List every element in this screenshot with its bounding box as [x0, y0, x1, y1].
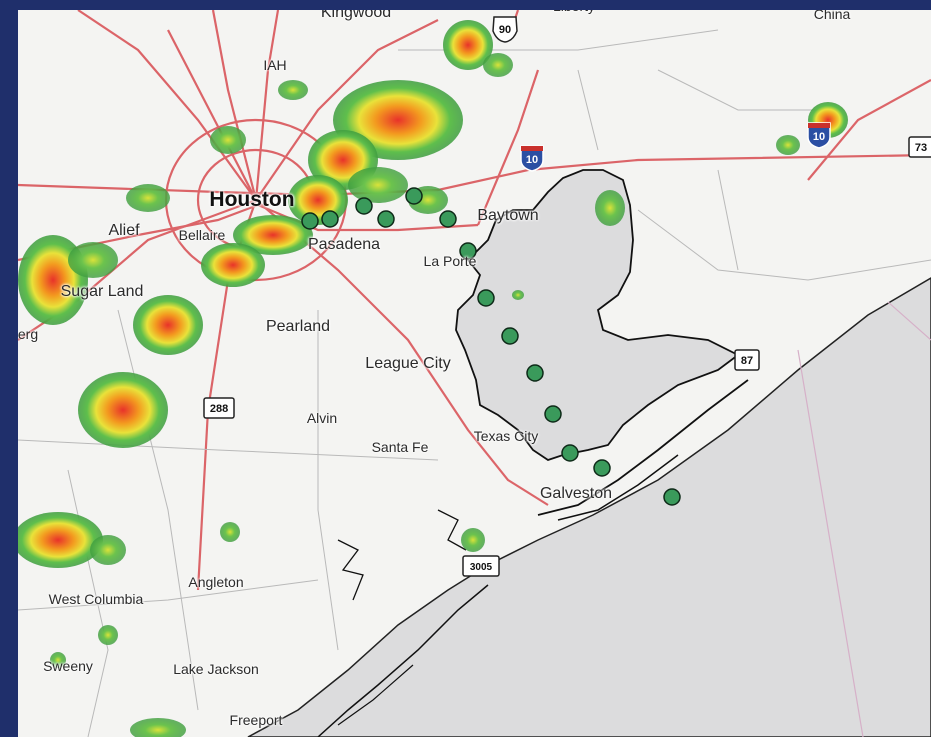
city-label-alief: Alief [108, 222, 140, 239]
city-label-texas-city: Texas City [473, 428, 539, 444]
highway-shield-10: 10 [520, 145, 544, 172]
station-marker[interactable] [526, 364, 544, 382]
weather-radar-map[interactable]: 90 10 10 288 87 73 3005 Kingwood Liberty ChinaIA… [18, 10, 931, 737]
highway-shield-label: 90 [499, 24, 511, 36]
map-canvas: 90 10 10 288 87 73 3005 [18, 10, 931, 737]
station-marker[interactable] [377, 210, 395, 228]
station-marker[interactable] [501, 327, 519, 345]
city-label-santa-fe: Santa Fe [371, 439, 429, 455]
highway-shield-label: 10 [526, 154, 538, 166]
city-label-sweeny: Sweeny [43, 658, 93, 674]
highway-shield-label: 73 [915, 142, 927, 154]
highway-shield-73: 73 [908, 136, 931, 158]
city-label-pasadena: Pasadena [307, 236, 381, 253]
city-label-alvin: Alvin [306, 410, 338, 426]
station-marker[interactable] [477, 289, 495, 307]
city-label-west-columbia: West Columbia [48, 591, 144, 607]
radar-precipitation [18, 20, 848, 737]
city-label-erg: erg [18, 326, 39, 342]
city-label-galveston: Galveston [539, 485, 613, 502]
city-label-liberty: Liberty [553, 10, 595, 14]
city-label-china: China [813, 10, 851, 22]
marker-layer [301, 187, 681, 506]
city-label-la-porte: La Porte [423, 253, 477, 269]
shield-layer: 90 10 10 288 87 73 3005 [203, 16, 931, 577]
station-marker[interactable] [355, 197, 373, 215]
city-label-lake-jackson: Lake Jackson [173, 661, 259, 677]
station-marker[interactable] [405, 187, 423, 205]
highway-shield-87: 87 [734, 349, 760, 371]
city-label-houston: Houston [209, 188, 295, 211]
station-marker[interactable] [301, 212, 319, 230]
city-label-sugar-land: Sugar Land [60, 283, 144, 300]
city-label-bellaire: Bellaire [178, 227, 226, 243]
highway-shield-10: 10 [807, 122, 831, 149]
city-label-baytown: Baytown [477, 207, 539, 224]
city-label-freeport: Freeport [229, 712, 283, 728]
station-marker[interactable] [439, 210, 457, 228]
station-marker[interactable] [663, 488, 681, 506]
highway-shield-288: 288 [203, 397, 235, 419]
city-label-league-city: League City [365, 355, 451, 372]
gulf-water [247, 277, 931, 737]
highway-shield-label: 288 [210, 403, 228, 415]
highway-shield-label: 3005 [470, 562, 493, 573]
station-marker[interactable] [459, 242, 477, 260]
highway-shield-3005: 3005 [462, 555, 500, 577]
city-label-kingwood: Kingwood [320, 10, 392, 21]
city-label-pearland: Pearland [265, 318, 331, 335]
highway-shield-label: 10 [813, 131, 825, 143]
highway-shield-label: 87 [741, 355, 753, 367]
station-marker[interactable] [593, 459, 611, 477]
station-marker[interactable] [561, 444, 579, 462]
city-label-iah: IAH [263, 57, 287, 73]
galveston-bay [455, 169, 740, 461]
highway-shield-90: 90 [492, 16, 518, 43]
station-marker[interactable] [321, 210, 339, 228]
city-label-angleton: Angleton [188, 574, 244, 590]
station-marker[interactable] [544, 405, 562, 423]
